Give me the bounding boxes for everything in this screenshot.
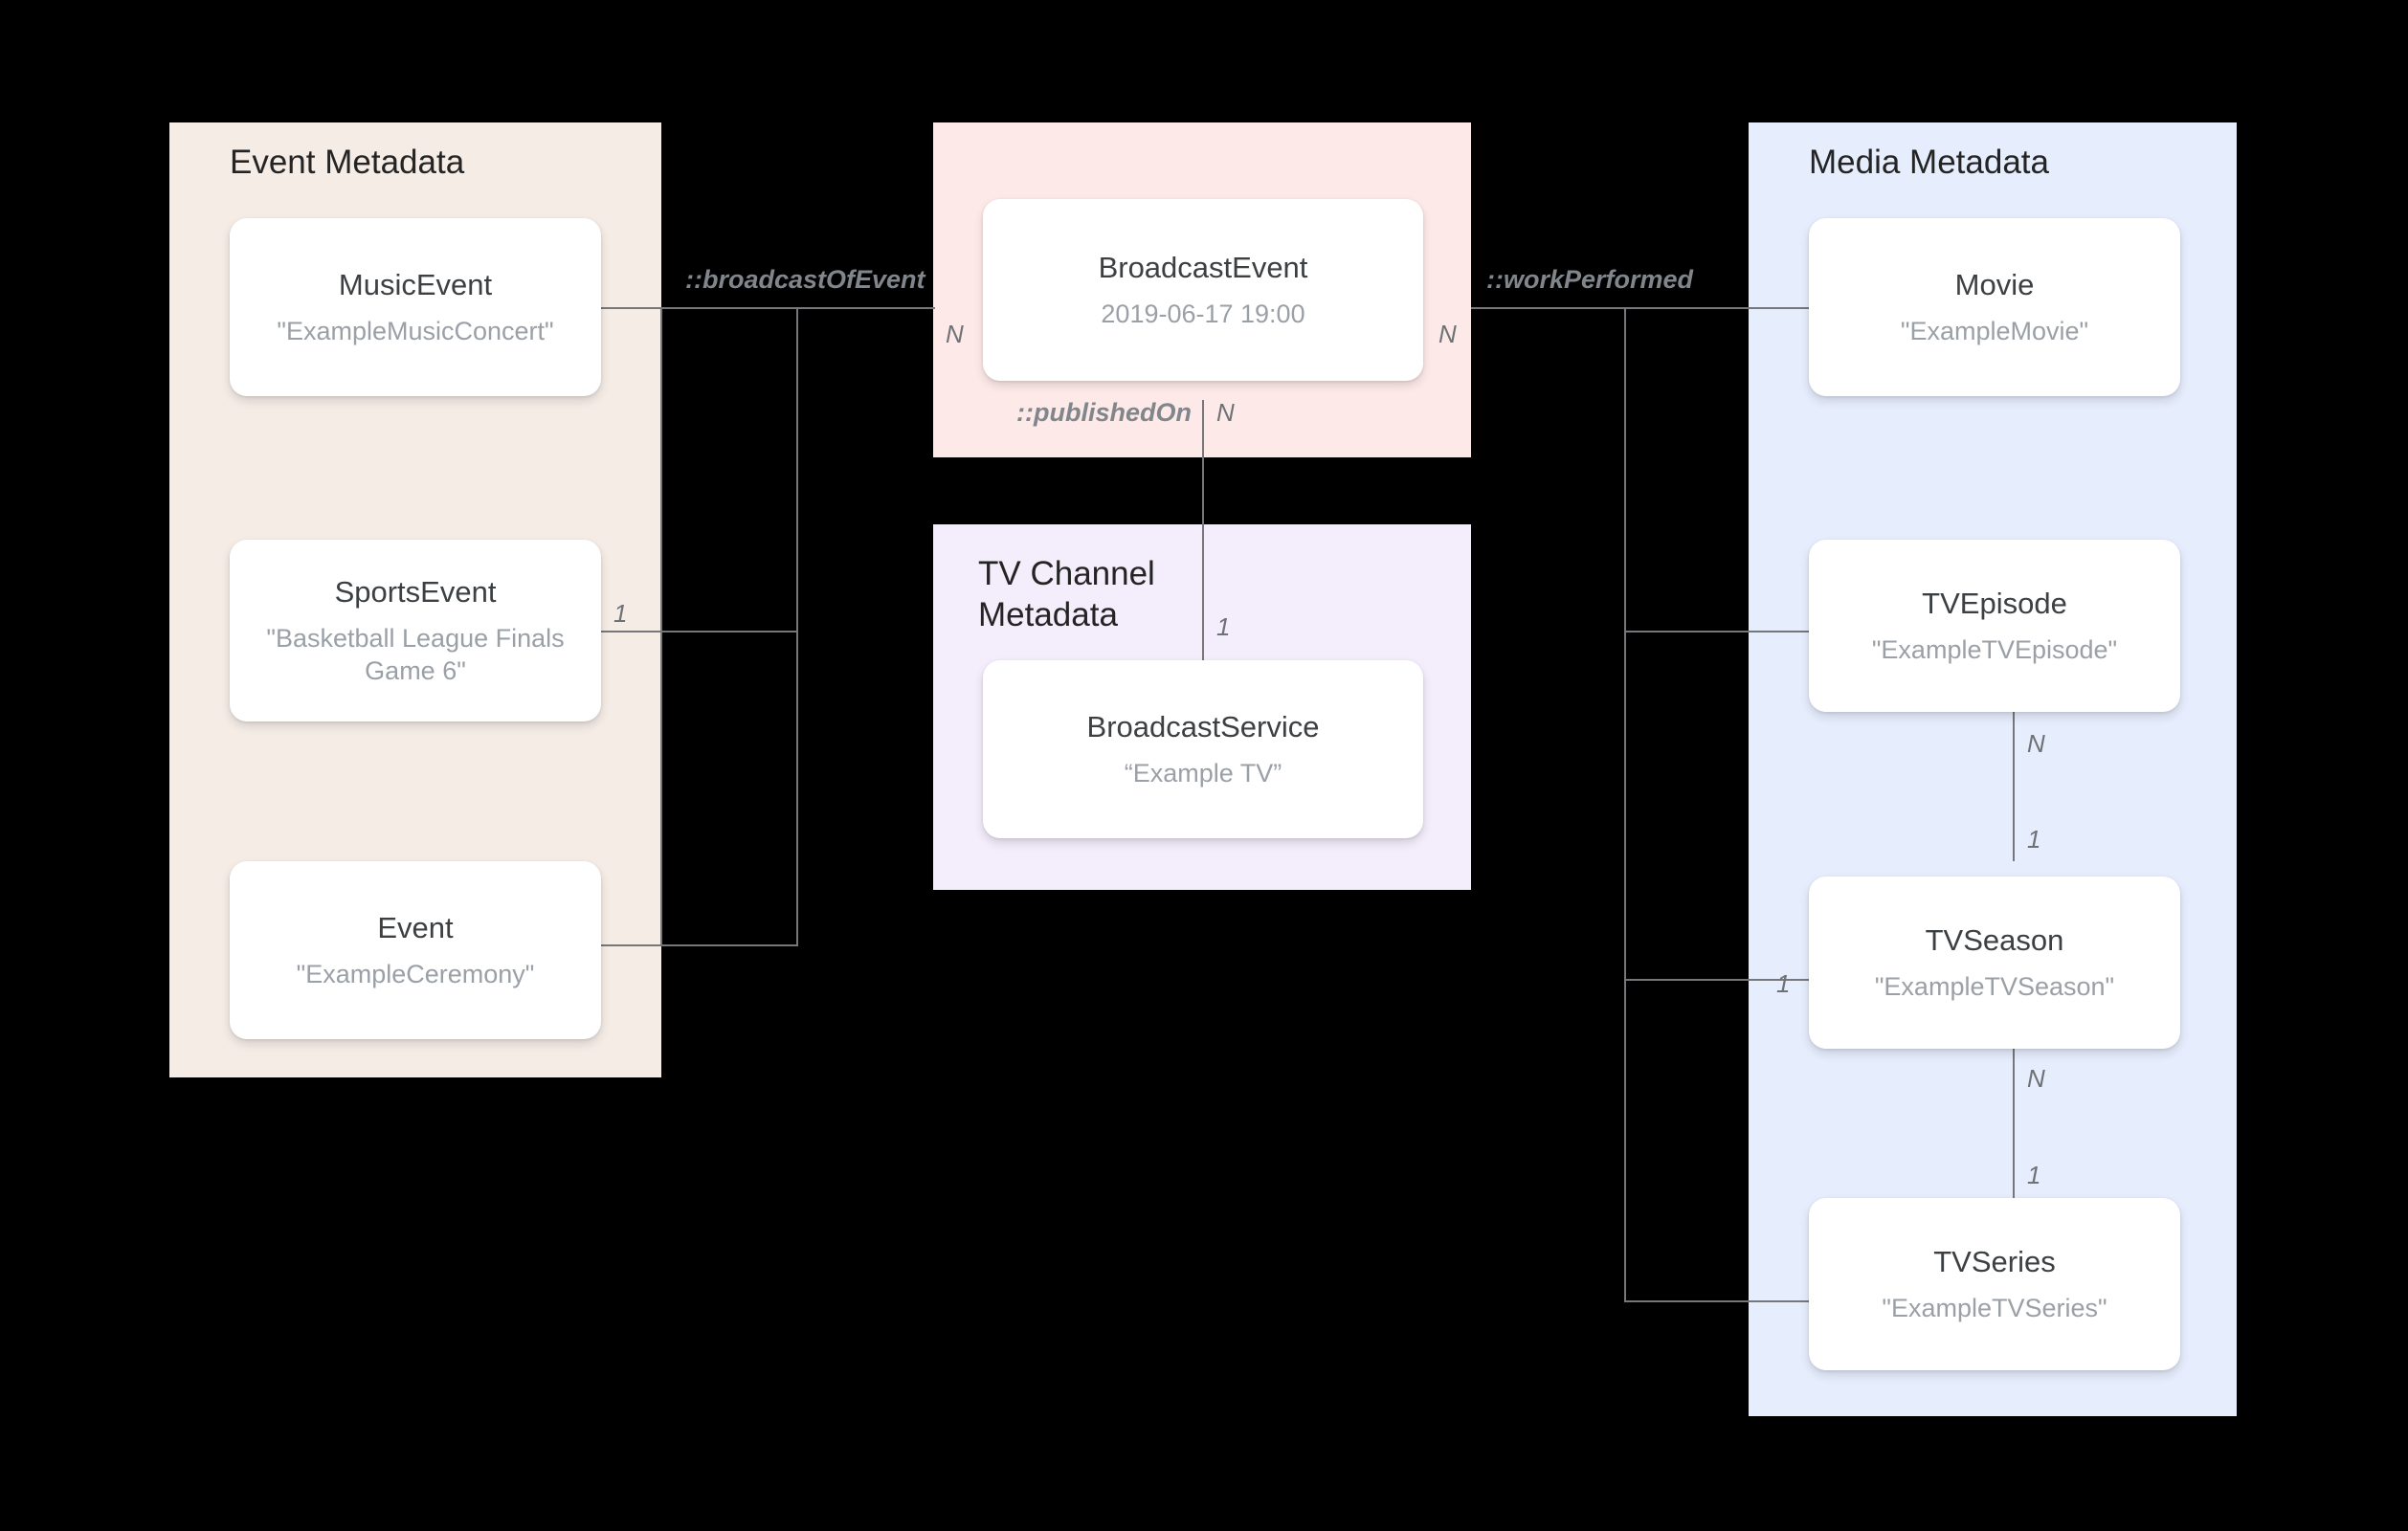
node-title-broadcast-event: BroadcastEvent — [1098, 251, 1308, 284]
edge-inner-bus-upper — [660, 307, 662, 632]
multiplicity-broadcast-event-bottom: N — [1216, 398, 1235, 427]
node-title-tv-series: TVSeries — [1933, 1245, 2056, 1278]
node-card-tv-episode[interactable]: TVEpisode "ExampleTVEpisode" — [1809, 540, 2180, 712]
node-value-tv-episode: "ExampleTVEpisode" — [1871, 635, 2118, 664]
multiplicity-tv-season-left: 1 — [1776, 969, 1791, 998]
node-title-music-event: MusicEvent — [338, 268, 493, 301]
relation-label-broadcast-of-event: ::broadcastOfEvent — [685, 265, 925, 294]
node-card-broadcast-service[interactable]: BroadcastService “Example TV” — [983, 660, 1423, 838]
edge-movie-branch — [1624, 307, 1811, 309]
node-card-music-event[interactable]: MusicEvent "ExampleMusicConcert" — [230, 218, 601, 396]
multiplicity-tv-season-bottom: N — [2027, 1064, 2045, 1093]
edge-music-event-branch — [601, 307, 798, 309]
edge-event-branch — [601, 944, 798, 946]
node-title-movie: Movie — [1954, 268, 2035, 301]
node-card-tv-season[interactable]: TVSeason "ExampleTVSeason" — [1809, 876, 2180, 1049]
multiplicity-tv-series-top: 1 — [2027, 1161, 2041, 1189]
edge-season-to-series — [2013, 1049, 2015, 1198]
multiplicity-broadcast-event-left: N — [946, 320, 964, 348]
multiplicity-broadcast-event-right: N — [1438, 320, 1457, 348]
node-value-event: "ExampleCeremony" — [296, 960, 535, 988]
node-value-movie: "ExampleMovie" — [1900, 317, 2089, 345]
edge-work-performed-stub — [1471, 307, 1626, 309]
edge-work-performed-bus — [1624, 307, 1626, 1301]
node-value-broadcast-service: “Example TV” — [1124, 759, 1282, 788]
multiplicity-tv-episode-bottom: N — [2027, 729, 2045, 758]
edge-sports-event-branch — [601, 631, 798, 632]
multiplicity-broadcast-service-top: 1 — [1216, 612, 1231, 641]
node-card-broadcast-event[interactable]: BroadcastEvent 2019-06-17 19:00 — [983, 199, 1423, 381]
edge-tv-season-branch — [1624, 979, 1811, 981]
relation-label-published-on: ::publishedOn — [1016, 398, 1192, 427]
edge-tv-episode-branch — [1624, 631, 1811, 632]
group-title-tv-channel-metadata: TV Channel Metadata — [978, 555, 1155, 633]
node-card-event[interactable]: Event "ExampleCeremony" — [230, 861, 601, 1039]
node-value-tv-season: "ExampleTVSeason" — [1874, 972, 2115, 1001]
node-card-movie[interactable]: Movie "ExampleMovie" — [1809, 218, 2180, 396]
edge-broadcast-of-event-stub — [796, 307, 935, 309]
node-title-broadcast-service: BroadcastService — [1086, 710, 1320, 743]
relation-label-work-performed: ::workPerformed — [1486, 265, 1694, 294]
node-title-tv-season: TVSeason — [1925, 923, 2064, 957]
edge-broadcast-of-event-bus — [796, 307, 798, 946]
node-card-tv-series[interactable]: TVSeries "ExampleTVSeries" — [1809, 1198, 2180, 1370]
node-value-music-event: "ExampleMusicConcert" — [277, 317, 554, 345]
node-title-event: Event — [377, 911, 454, 944]
node-value-sports-event: "Basketball League Finals Game 6" — [266, 624, 565, 685]
node-title-tv-episode: TVEpisode — [1922, 587, 2067, 620]
edge-published-on — [1202, 400, 1204, 660]
node-title-sports-event: SportsEvent — [334, 575, 497, 609]
edge-tv-series-branch — [1624, 1300, 1811, 1302]
multiplicity-sports-event-right: 1 — [613, 599, 628, 628]
multiplicity-tv-season-top: 1 — [2027, 825, 2041, 854]
edge-inner-bus-lower — [660, 631, 662, 946]
group-title-media-metadata: Media Metadata — [1809, 144, 2049, 181]
node-value-tv-series: "ExampleTVSeries" — [1882, 1294, 2107, 1322]
group-title-event-metadata: Event Metadata — [230, 144, 465, 181]
node-card-sports-event[interactable]: SportsEvent "Basketball League Finals Ga… — [230, 540, 601, 721]
node-value-broadcast-event: 2019-06-17 19:00 — [1101, 300, 1305, 328]
edge-episode-to-season — [2013, 712, 2015, 861]
